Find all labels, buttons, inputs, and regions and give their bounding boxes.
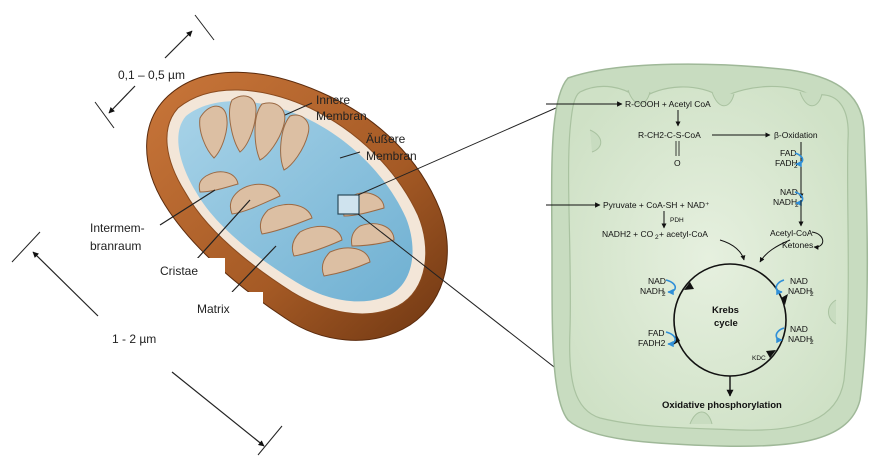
nadh2-left-sub: 2 [662, 291, 666, 298]
r-ch2-text: R-CH2-C-S-CoA [638, 130, 701, 140]
pdh-text: PDH [670, 217, 684, 224]
inner-membrane-label-1: Innere [316, 93, 350, 107]
fad-beta-text: FAD [780, 148, 797, 158]
intermembrane-label-2: branraum [90, 239, 141, 253]
pathway-panel [552, 64, 868, 446]
krebs-label-1: Krebs [712, 305, 739, 316]
nadh2-right-top-text: NADH [788, 286, 812, 296]
nadh2-beta-text: NADH [773, 197, 797, 207]
mitochondrion-illustration [147, 72, 448, 340]
r-cooh-text: R-COOH + Acetyl CoA [625, 99, 711, 109]
pyruvate-text: Pyruvate + CoA-SH + NAD⁺ [603, 200, 710, 210]
oxo-text: O [674, 158, 681, 168]
cristae-label: Cristae [160, 264, 198, 278]
fadh2-left-text: FADH2 [638, 338, 666, 348]
beta-oxidation-text: β-Oxidation [774, 130, 818, 140]
outer-membrane-label-2: Membran [366, 149, 417, 163]
matrix-label: Matrix [197, 302, 230, 316]
kdc-text: KDC [752, 355, 766, 362]
acetyl-coa-text: Acetyl-CoA [770, 228, 813, 238]
intermembrane-label-1: Intermem- [90, 221, 145, 235]
nad-left-text: NAD [648, 276, 666, 286]
nadh2-right-bottom-sub: 2 [810, 339, 814, 346]
width-range-label: 0,1 – 0,5 µm [118, 68, 185, 82]
length-range-label: 1 - 2 µm [112, 332, 156, 346]
fad-left-text: FAD [648, 328, 665, 338]
nadh2-right-top-sub: 2 [810, 291, 814, 298]
outer-membrane-label-1: Äußere [366, 132, 406, 146]
acetyl-suffix-text: + acetyl-CoA [659, 229, 708, 239]
nad-right-bottom-text: NAD [790, 324, 808, 334]
krebs-label-2: cycle [714, 318, 738, 329]
zoom-region-marker [338, 195, 359, 214]
nadh2-right-bottom-text: NADH [788, 334, 812, 344]
nadh2-left-text: NADH [640, 286, 664, 296]
nadh2-pdh-text: NADH2 + CO [602, 229, 654, 239]
nad-right-top-text: NAD [790, 276, 808, 286]
inner-membrane-label-2: Membran [316, 109, 367, 123]
oxidative-phosphorylation-text: Oxidative phosphorylation [662, 400, 782, 411]
